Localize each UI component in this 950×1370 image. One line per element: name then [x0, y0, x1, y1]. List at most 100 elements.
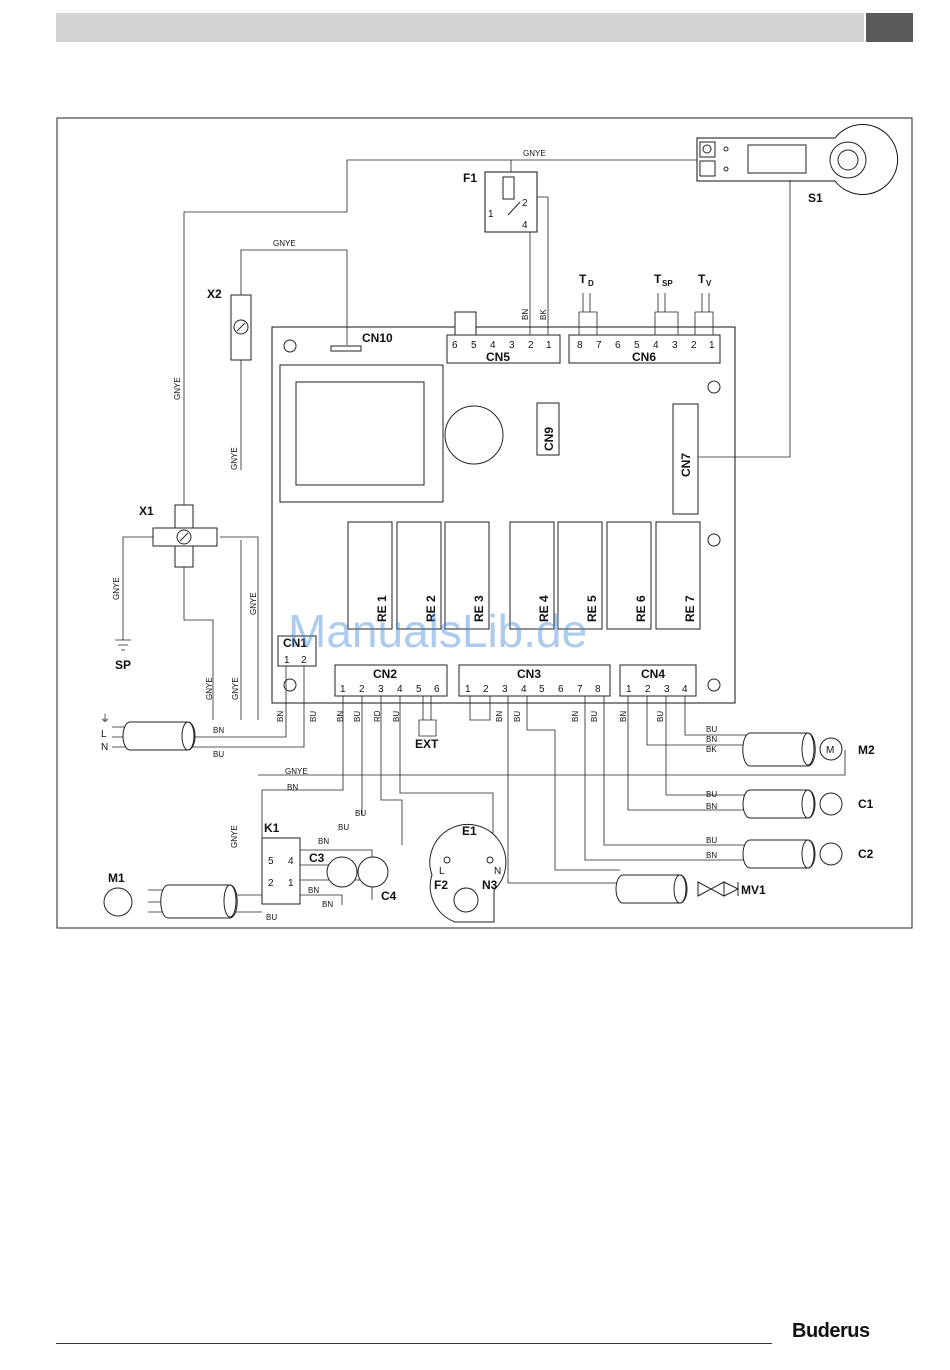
svg-text:N: N: [101, 742, 108, 753]
svg-text:BU: BU: [706, 836, 717, 845]
svg-text:BN: BN: [276, 711, 285, 722]
svg-text:6: 6: [558, 684, 564, 695]
svg-text:BU: BU: [590, 711, 599, 722]
svg-text:BN: BN: [318, 837, 329, 846]
svg-text:BU: BU: [355, 809, 366, 818]
relay-re7: RE 7: [683, 595, 697, 622]
m2-motor: M M2: [742, 732, 875, 767]
relay-re2: RE 2: [424, 595, 438, 622]
svg-text:RD: RD: [373, 710, 382, 722]
svg-text:1: 1: [340, 684, 346, 695]
wiring: [112, 159, 846, 913]
mv1-label: MV1: [741, 883, 766, 897]
svg-text:GNYE: GNYE: [173, 377, 182, 400]
e1-label: E1: [462, 824, 477, 838]
svg-text:GNYE: GNYE: [230, 447, 239, 470]
cn9-label: CN9: [542, 427, 556, 451]
svg-text:3: 3: [502, 684, 508, 695]
footer-divider: [56, 1343, 772, 1344]
svg-text:2: 2: [359, 684, 365, 695]
svg-text:T: T: [579, 272, 587, 286]
svg-text:BU: BU: [338, 823, 349, 832]
svg-text:1: 1: [488, 209, 494, 220]
k1-label: K1: [264, 821, 280, 835]
cn2-label: CN2: [373, 667, 397, 681]
svg-text:BU: BU: [213, 750, 224, 759]
svg-text:2: 2: [645, 684, 651, 695]
svg-text:⏚: ⏚: [100, 713, 110, 725]
cn1-label: CN1: [283, 636, 307, 650]
svg-text:T: T: [654, 272, 662, 286]
svg-text:8: 8: [595, 684, 601, 695]
k1-relay: 5 4 2 1 K1: [261, 821, 301, 905]
relay-re3: RE 3: [472, 595, 486, 622]
relay-re4: RE 4: [537, 595, 551, 622]
svg-text:1: 1: [709, 340, 715, 351]
watermark: ManualsLib.de: [288, 605, 588, 657]
svg-text:7: 7: [596, 340, 602, 351]
svg-text:5: 5: [634, 340, 640, 351]
buderus-logo: Buderus: [792, 1320, 870, 1342]
diagram-frame: [56, 117, 913, 929]
cn6-label: CN6: [632, 350, 656, 364]
svg-text:BN: BN: [706, 851, 717, 860]
sp-label: SP: [115, 658, 131, 672]
svg-text:GNYE: GNYE: [231, 677, 240, 700]
svg-text:5: 5: [471, 340, 477, 351]
svg-text:L: L: [101, 729, 107, 740]
e1-component: L N E1 F2 N3: [429, 823, 507, 923]
svg-text:BN: BN: [213, 726, 224, 735]
svg-text:3: 3: [509, 340, 515, 351]
relay-re6: RE 6: [634, 595, 648, 622]
svg-text:3: 3: [664, 684, 670, 695]
c1-label: C1: [858, 797, 874, 811]
svg-text:BU: BU: [706, 790, 717, 799]
svg-text:4: 4: [397, 684, 403, 695]
c3-label: C3: [309, 851, 325, 865]
x2-terminal: X2: [207, 287, 252, 361]
sp-ground: SP: [115, 639, 131, 672]
svg-text:D: D: [588, 279, 594, 288]
svg-text:4: 4: [490, 340, 496, 351]
svg-text:BK: BK: [539, 309, 548, 320]
relays: RE 1 RE 2 RE 3 RE 4 RE 5 RE 6 RE 7: [347, 521, 701, 630]
svg-text:BU: BU: [309, 711, 318, 722]
relay-re5: RE 5: [585, 595, 599, 622]
svg-text:1: 1: [465, 684, 471, 695]
svg-text:BN: BN: [706, 802, 717, 811]
svg-text:4: 4: [682, 684, 688, 695]
svg-text:4: 4: [288, 856, 294, 867]
cn4-label: CN4: [641, 667, 665, 681]
control-board: CN10 CN9 CN7: [271, 326, 736, 704]
svg-text:1: 1: [546, 340, 552, 351]
svg-text:3: 3: [378, 684, 384, 695]
svg-text:1: 1: [626, 684, 632, 695]
n3-label: N3: [482, 878, 498, 892]
x1-label: X1: [139, 504, 154, 518]
svg-text:1: 1: [288, 878, 294, 889]
s1-control: S1: [696, 124, 899, 205]
svg-text:N: N: [494, 866, 501, 877]
svg-text:5: 5: [268, 856, 274, 867]
mains-cable: [122, 721, 196, 751]
header-tab: [866, 13, 913, 42]
svg-text:8: 8: [577, 340, 583, 351]
svg-text:L: L: [439, 866, 445, 877]
svg-text:GNYE: GNYE: [249, 592, 258, 615]
cn2-connector: CN2 1 2 3 4 5 6: [334, 664, 448, 697]
svg-text:6: 6: [452, 340, 458, 351]
c2-component: C2: [742, 839, 874, 869]
c2-label: C2: [858, 847, 874, 861]
svg-text:BU: BU: [392, 711, 401, 722]
mv1-valve: MV1: [615, 874, 766, 904]
svg-text:BU: BU: [513, 711, 522, 722]
svg-text:M: M: [826, 745, 834, 756]
svg-text:BN: BN: [571, 711, 580, 722]
cn1-connector: CN1 1 2: [277, 635, 317, 667]
cn7-label: CN7: [679, 453, 693, 477]
svg-text:4: 4: [522, 220, 528, 231]
svg-text:GNYE: GNYE: [112, 577, 121, 600]
svg-text:5: 5: [416, 684, 422, 695]
svg-text:BN: BN: [521, 309, 530, 320]
s1-label: S1: [808, 191, 823, 205]
